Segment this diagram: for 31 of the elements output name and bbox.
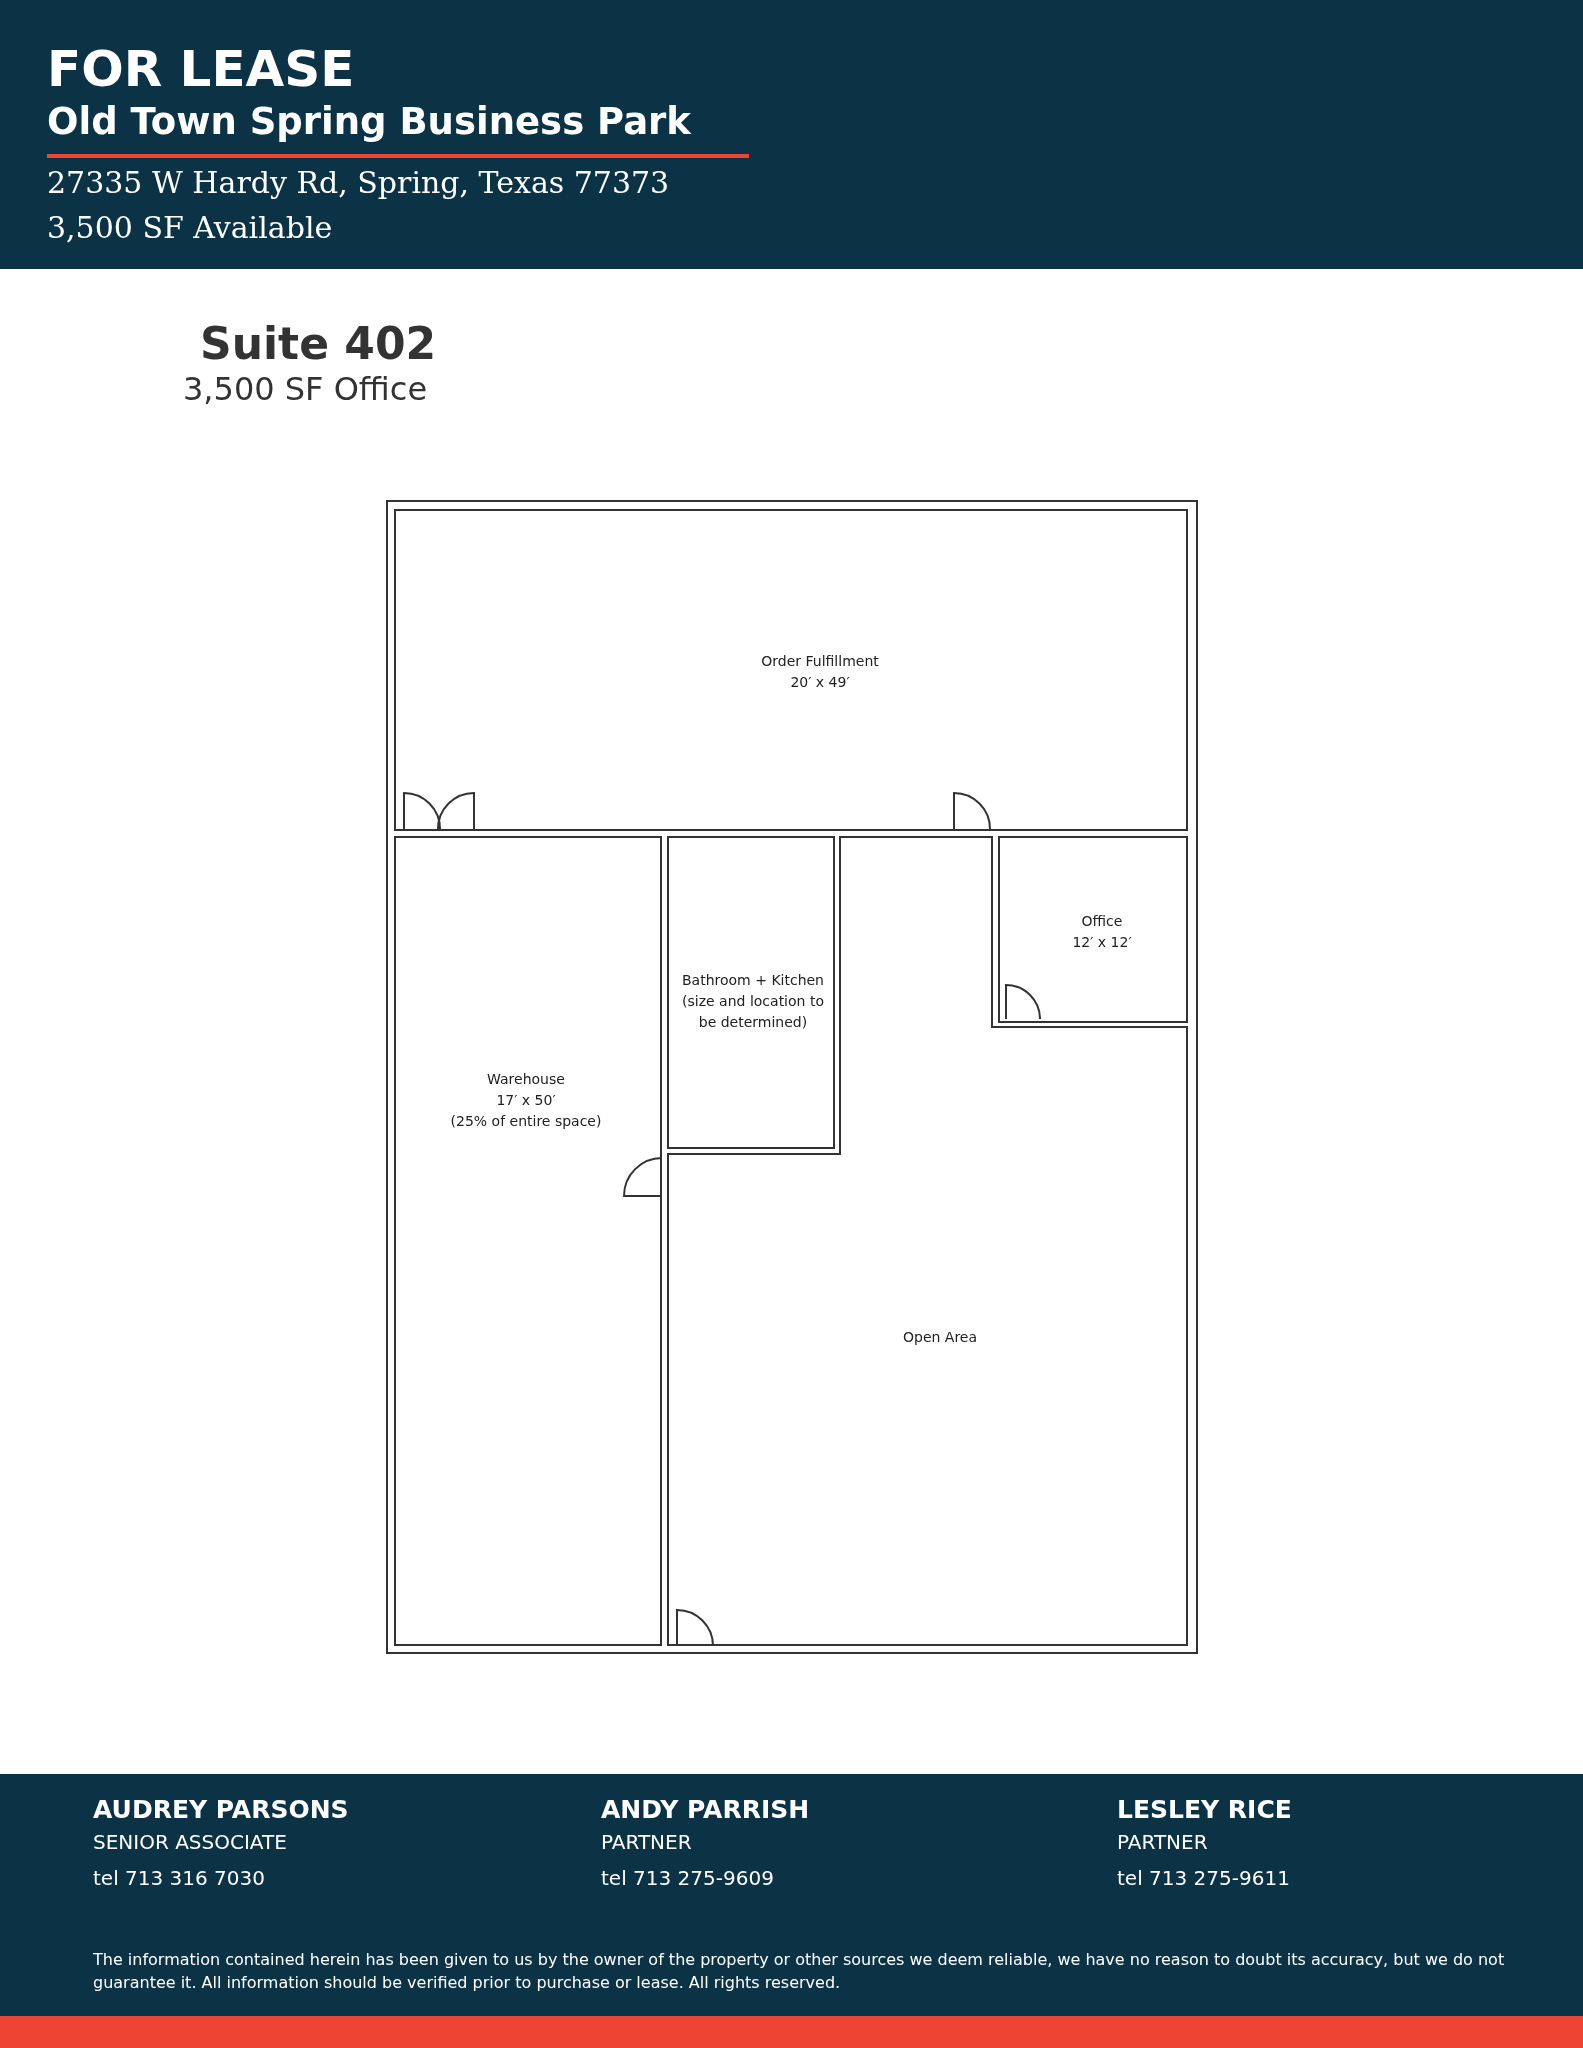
contact-name: AUDREY PARSONS xyxy=(93,1795,349,1824)
room-note: 17′ x 50′ xyxy=(495,1090,557,1110)
room-outline xyxy=(667,836,835,1149)
room-name: Bathroom + Kitchen xyxy=(681,970,825,990)
room-name: Open Area xyxy=(901,1327,979,1347)
contact-role: SENIOR ASSOCIATE xyxy=(93,1830,287,1854)
suite-heading: Suite 402 xyxy=(200,318,437,369)
room-outline xyxy=(394,836,662,1646)
subheading: Old Town Spring Business Park xyxy=(47,100,691,143)
contact-phone: tel 713 275-9609 xyxy=(601,1866,774,1890)
room-outline xyxy=(394,509,1188,831)
heading: FOR LEASE xyxy=(47,40,355,98)
disclaimer-text: The information contained herein has been given to us by the owner of the property or other sources we deem reliable, we have no reason to doubt its accuracy, but we do not guarantee it. All information should be verified prior to purchase or lease. All rights reserved. xyxy=(93,1949,1506,1994)
availability-text: 3,500 SF Available xyxy=(47,210,333,245)
room-name: Office xyxy=(1080,912,1124,931)
room-note: (25% of entire space) xyxy=(449,1111,603,1131)
contact-role: PARTNER xyxy=(601,1830,692,1854)
suite-subheading: 3,500 SF Office xyxy=(183,370,428,408)
contact-phone: tel 713 275-9611 xyxy=(1117,1866,1290,1890)
contact-phone: tel 713 316 7030 xyxy=(93,1866,266,1890)
room-name: Order Fulfillment xyxy=(760,652,880,671)
room-outline xyxy=(667,836,1188,1646)
room-note: 12′ x 12′ xyxy=(1071,933,1133,952)
contact-role: PARTNER xyxy=(1117,1830,1208,1854)
room-outline xyxy=(998,836,1188,1023)
room-note: (size and location to be determined) xyxy=(681,991,825,1032)
room-name: Warehouse xyxy=(486,1069,566,1089)
address-text: 27335 W Hardy Rd, Spring, Texas 77373 xyxy=(47,165,670,200)
contact-name: ANDY PARRISH xyxy=(601,1795,810,1824)
room-note: 20′ x 49′ xyxy=(789,673,851,692)
contact-name: LESLEY RICE xyxy=(1117,1795,1292,1824)
